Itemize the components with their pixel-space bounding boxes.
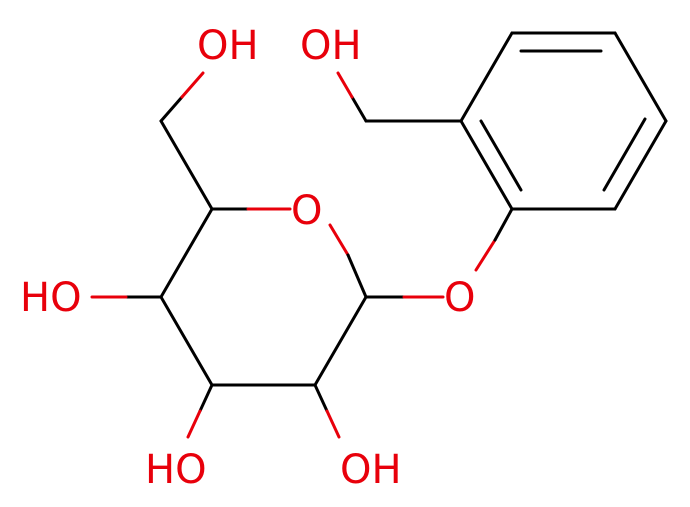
bond-glyo-aryl-o-half [474,238,497,272]
pyranose-ring [159,207,368,387]
hydroxyl-label-c6: OH [197,23,259,69]
benzyl-alcohol-group [336,71,463,123]
bond-glyo-aryl [493,207,514,242]
bond-ringo-c1-o-half [328,223,350,257]
bond-ch2-o [350,95,368,123]
glycosidic-linkage [364,207,514,299]
benzene-ring [459,31,668,211]
bond-c3-c4 [159,295,214,387]
bond-c6-o-o-half [180,71,205,99]
bond-ch2-o-o-half [336,71,354,99]
bond-c1-c2 [313,295,368,387]
hydroxyl-label-c2: OH [340,447,402,493]
bond-c5-c6 [159,119,214,211]
hydroxymethyl-group [159,71,214,211]
double-bond-ar2-ar3-inner [602,117,647,192]
bond-c2-oh [313,383,329,413]
bond-ar2-ar3 [613,119,668,211]
bond-c3-oh [198,383,214,413]
glycosidic-oxygen-label: O [444,275,475,321]
bond-c3-oh-o-half [186,409,202,439]
bond-ar5-ar6 [459,31,514,123]
bond-ar6-ar1 [459,119,514,211]
bond-ar3-ar4 [613,31,668,123]
hydroxyl-label-c3: HO [145,447,207,493]
double-bond-ar6-ar1-inner [479,119,523,192]
hydroxyl-label-c4: HO [20,275,82,321]
bond-c2-oh-o-half [325,409,341,439]
bond-ringo-c1 [346,253,368,299]
bond-c6-o [159,95,184,123]
ring-oxygen-label: O [291,188,322,234]
bond-c4-c5 [159,207,214,299]
hydroxyl-label-benzyl: OH [300,23,362,69]
ring-hydroxyls [90,295,341,439]
